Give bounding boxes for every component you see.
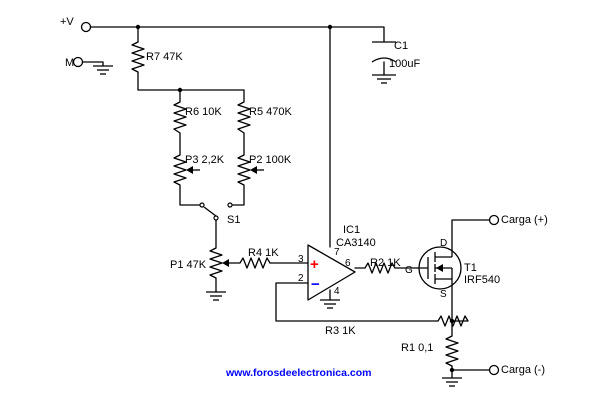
- load-positive-terminal: [488, 214, 500, 226]
- potentiometer-p3-icon: [173, 154, 200, 186]
- ground-icon: [93, 65, 113, 75]
- r5-label: R5 470K: [249, 106, 292, 118]
- resistor-r2-icon: [364, 262, 396, 274]
- pin-2-label: 2: [298, 273, 304, 284]
- p1-label: P1 47K: [170, 259, 207, 271]
- wires: [81, 26, 491, 379]
- t1-part-label: IRF540: [464, 274, 500, 286]
- mosfet-t1-icon: [411, 246, 462, 290]
- r7-label: R7 47K: [146, 51, 183, 63]
- s1-label: S1: [227, 214, 240, 226]
- resistor-r5-icon: [237, 101, 251, 134]
- mass-label: M: [65, 57, 74, 69]
- supply-label: +V: [60, 16, 74, 28]
- ic1-part-label: CA3140: [336, 237, 376, 249]
- pin-6-label: 6: [345, 258, 351, 269]
- r4-label: R4 1K: [248, 247, 279, 259]
- switch-s1-icon: [199, 202, 233, 221]
- p2-label: P2 100K: [249, 154, 292, 166]
- r1-label: R1 0,1: [401, 342, 433, 354]
- t1-ref-label: T1: [464, 262, 477, 274]
- ground-icon: [320, 299, 340, 309]
- resistor-r3-icon: [437, 315, 469, 327]
- load-positive-label: Carga (+): [501, 214, 548, 226]
- source-label: S: [440, 289, 447, 300]
- resistor-r1-icon: [445, 335, 459, 367]
- capacitor-c1-icon: [371, 41, 397, 63]
- potentiometer-p1-icon: [209, 247, 229, 279]
- load-negative-terminal: [488, 364, 500, 376]
- junctions: [135, 24, 455, 373]
- ground-icon: [206, 291, 226, 301]
- potentiometer-p2-icon: [237, 154, 264, 186]
- drain-label: D: [440, 238, 447, 249]
- labels: +V M R7 47K C1 100uF R6 10K R5 470K P3 2…: [60, 16, 548, 379]
- ic1-ref-label: IC1: [343, 224, 360, 236]
- inverting-minus-sign: −: [311, 276, 320, 293]
- r6-label: R6 10K: [185, 106, 222, 118]
- r3-label: R3 1K: [325, 325, 356, 337]
- p3-label: P3 2,2K: [185, 154, 225, 166]
- terminals: [72, 21, 500, 376]
- resistor-r6-icon: [173, 101, 187, 134]
- resistor-r7-icon: [131, 41, 145, 73]
- supply-terminal: [80, 21, 92, 33]
- pin-4-label: 4: [334, 286, 340, 297]
- ground-icon: [442, 377, 462, 387]
- pin-3-label: 3: [298, 254, 304, 265]
- opamp-ic1-icon: [307, 244, 356, 301]
- resistor-r4-icon: [239, 257, 271, 269]
- c1-value-label: 100uF: [389, 58, 420, 70]
- gate-label: G: [405, 265, 413, 276]
- website-link[interactable]: www.forosdeelectronica.com: [225, 367, 371, 379]
- ground-symbols: [93, 65, 462, 387]
- pin-7-label: 7: [334, 247, 340, 258]
- noninverting-plus-sign: +: [310, 256, 319, 273]
- load-negative-label: Carga (-): [501, 364, 545, 376]
- r2-label: R2 1K: [370, 257, 401, 269]
- mass-terminal: [72, 56, 84, 68]
- ground-icon: [372, 74, 396, 84]
- c1-ref-label: C1: [394, 40, 408, 52]
